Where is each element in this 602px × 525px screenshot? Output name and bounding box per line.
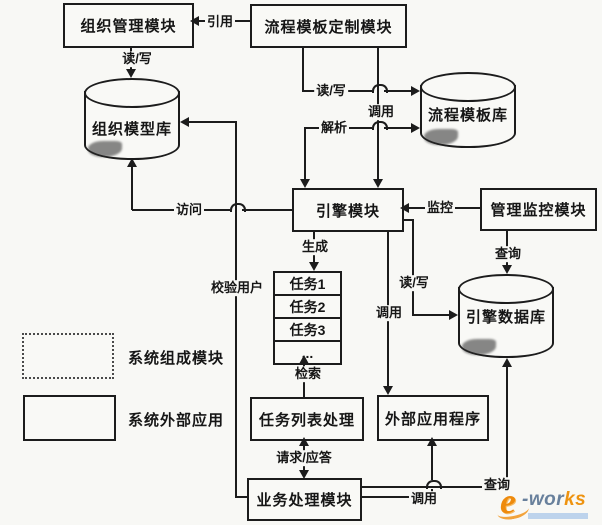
store-label: 引擎数据库 bbox=[465, 309, 546, 326]
edge-diaoyong-business-vline bbox=[431, 446, 433, 480]
arrowhead bbox=[190, 16, 199, 26]
arrowhead bbox=[502, 265, 512, 274]
edge-chaxun-monitor-line bbox=[506, 227, 508, 265]
logo-text-mid: -wor bbox=[522, 489, 565, 510]
logo-letter-e: e bbox=[500, 481, 516, 521]
arrowhead bbox=[300, 179, 310, 188]
eworks-logo: e -works bbox=[495, 481, 600, 524]
edge-shengcheng-label: 生成 bbox=[299, 239, 331, 255]
store-engine-database: 引擎数据库 bbox=[458, 274, 554, 358]
edge-qingqiu-label: 请求/应答 bbox=[274, 450, 334, 466]
arrowhead bbox=[502, 358, 512, 367]
node-engine-module: 引擎模块 bbox=[292, 188, 404, 232]
legend-label-component-module: 系统组成模块 bbox=[128, 350, 225, 367]
edge-jiaoyan-label: 校验用户 bbox=[208, 280, 266, 296]
arrowhead bbox=[373, 179, 383, 188]
line-hop bbox=[230, 203, 246, 212]
arrowhead bbox=[299, 437, 309, 446]
edge-jiexi-vline bbox=[304, 127, 306, 179]
edge-jiankong-label: 监控 bbox=[424, 200, 456, 216]
edge-jiexi-hline2 bbox=[384, 127, 411, 129]
edge-jiaoyan-hbottom bbox=[235, 496, 248, 498]
edge-jiaoyan-vline bbox=[235, 121, 237, 498]
edge-fangwen-hline2 bbox=[242, 209, 292, 211]
cylinder-cap bbox=[84, 78, 180, 108]
arrowhead bbox=[383, 386, 393, 395]
arrowhead bbox=[411, 123, 420, 133]
legend-swatch-external-app bbox=[23, 395, 116, 441]
legend-label-external-app: 系统外部应用 bbox=[128, 412, 225, 429]
edge-duxie-template-label: 读/写 bbox=[314, 83, 348, 99]
line-hop bbox=[426, 480, 442, 489]
node-task-list-processing: 任务列表处理 bbox=[250, 397, 364, 441]
edge-duxie-engine-vline bbox=[412, 219, 414, 316]
node-external-application: 外部应用程序 bbox=[377, 395, 489, 441]
cylinder-shading bbox=[462, 339, 496, 355]
cylinder-cap bbox=[458, 274, 554, 304]
edge-chaxun-business-vline bbox=[506, 367, 508, 487]
edge-yinyong-label: 引用 bbox=[204, 14, 236, 30]
edge-diaoyong-engine-label: 调用 bbox=[373, 305, 405, 321]
task-stack-row: 任务2 bbox=[275, 294, 340, 317]
arrowhead bbox=[449, 310, 458, 320]
cylinder-shading bbox=[424, 129, 458, 145]
edge-diaoyong-business-hline bbox=[358, 496, 432, 498]
arrowhead bbox=[309, 262, 319, 271]
edge-jiexi-label: 解析 bbox=[318, 120, 350, 136]
store-org-model-library: 组织模型库 bbox=[84, 78, 180, 160]
logo-underline-bar bbox=[528, 513, 588, 519]
task-stack: 任务1 任务2 任务3 ... bbox=[273, 271, 342, 365]
edge-chaxun-business-label: 查询 bbox=[481, 477, 513, 493]
logo-wordmark: -works bbox=[522, 489, 586, 511]
edge-diaoyong-business-label: 调用 bbox=[408, 491, 440, 507]
edge-duxie-org-label: 读/写 bbox=[120, 51, 154, 67]
edge-chaxun-monitor-label: 查询 bbox=[492, 246, 524, 262]
node-process-template-custom-module: 流程模板定制模块 bbox=[250, 4, 407, 48]
store-label: 组织模型库 bbox=[91, 121, 172, 138]
edge-duxie-engine-hline bbox=[413, 314, 449, 316]
store-label: 流程模板库 bbox=[427, 107, 508, 124]
cylinder-cap bbox=[420, 72, 516, 102]
node-management-monitor-module: 管理监控模块 bbox=[480, 188, 597, 231]
edge-jiaoyan-htop bbox=[189, 121, 237, 123]
arrowhead bbox=[127, 158, 137, 167]
task-stack-row-more: ... bbox=[275, 340, 340, 363]
edge-diaoyong-template-label: 调用 bbox=[365, 104, 397, 120]
arrowhead bbox=[411, 86, 420, 96]
node-business-processing-module: 业务处理模块 bbox=[247, 478, 362, 521]
edge-duxie-template-hline2 bbox=[384, 90, 411, 92]
task-stack-row: 任务1 bbox=[289, 275, 326, 292]
legend-swatch-component-module bbox=[22, 333, 114, 379]
arrowhead bbox=[400, 203, 409, 213]
cylinder-shading bbox=[88, 141, 122, 157]
line-hop bbox=[372, 84, 388, 93]
edge-duxie-engine-stub bbox=[400, 219, 414, 221]
arrowhead bbox=[126, 69, 136, 78]
edge-fangwen-vline bbox=[131, 166, 133, 210]
arrowhead bbox=[427, 437, 437, 446]
node-org-management-module: 组织管理模块 bbox=[63, 3, 194, 48]
edge-duxie-template-vline bbox=[302, 44, 304, 92]
edge-duxie-engine-label: 读/写 bbox=[397, 275, 431, 291]
edge-jiansuo-label: 检索 bbox=[292, 366, 324, 382]
arrowhead bbox=[180, 117, 189, 127]
line-hop bbox=[372, 121, 388, 130]
logo-text-tail: ks bbox=[564, 489, 587, 510]
task-stack-row: 任务3 bbox=[275, 317, 340, 340]
arrowhead bbox=[299, 355, 309, 364]
edge-fangwen-label: 访问 bbox=[173, 202, 205, 218]
arrowhead bbox=[299, 470, 309, 479]
store-process-template-library: 流程模板库 bbox=[420, 72, 516, 148]
